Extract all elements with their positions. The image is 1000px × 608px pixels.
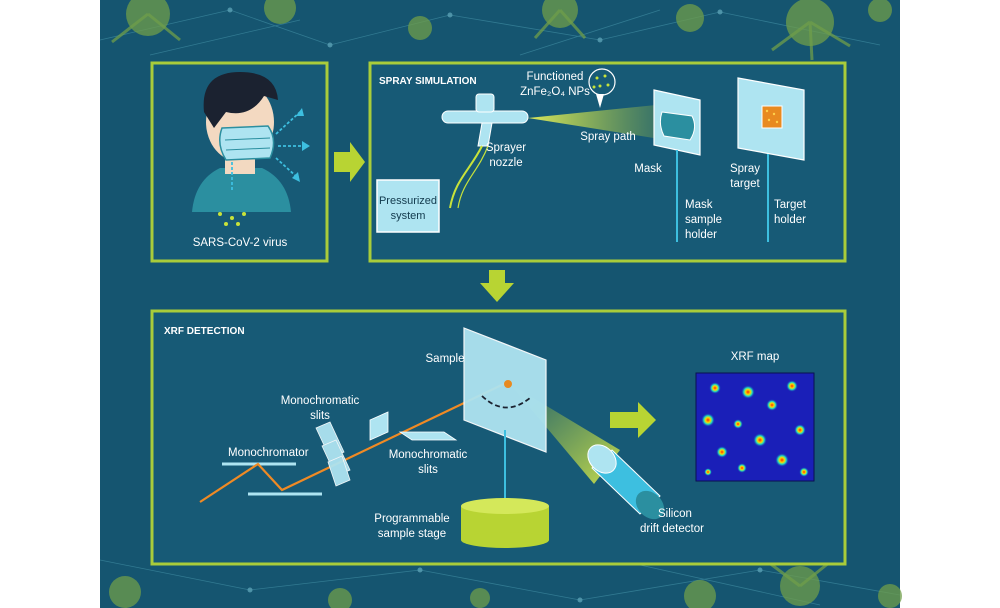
mask-holder-label-line2: sample (685, 214, 722, 226)
np-label-line2: ZnFe₂O₄ NPs (520, 86, 590, 98)
monochromatic-slits-top (315, 421, 351, 487)
flow-arrow-right-icon (334, 142, 365, 182)
person-icon (192, 72, 291, 212)
xray-beam (199, 381, 509, 503)
mask-label: Mask (634, 163, 662, 175)
pressurized-label-line2: system (391, 210, 426, 222)
sample-label: Sample (426, 353, 465, 365)
mono-slits-bottom-line2: slits (418, 464, 438, 476)
flow-arrow-right-icon (610, 402, 656, 438)
scan-arc (481, 395, 531, 409)
np-label-line1: Functioned (527, 71, 584, 83)
mask-holder-label-line1: Mask (685, 199, 713, 211)
xrf-panel-title: XRF DETECTION (164, 326, 245, 337)
xrf-map-hotspots (701, 380, 809, 477)
virus-droplets (218, 212, 246, 226)
sprayer-label-line1: Sprayer (486, 142, 526, 154)
pressurized-system-box (376, 179, 440, 233)
mask-holder-label-line3: holder (685, 229, 717, 241)
spray-panel-title: SPRAY SIMULATION (379, 76, 477, 87)
target-holder-label-line1: Target (774, 199, 807, 211)
network-nodes (227, 7, 763, 603)
sprayer-label-line2: nozzle (489, 157, 522, 169)
stage-label-line1: Programmable (374, 513, 449, 525)
sample-spot (504, 380, 512, 388)
arrowheads (292, 108, 310, 182)
sample-plate (463, 327, 547, 453)
network-decoration (99, 9, 901, 606)
monochromator-label: Monochromator (228, 447, 309, 459)
sprayer-nozzle-icon (441, 93, 529, 209)
exhale-arrows-icon (231, 111, 306, 190)
detector-label-line1: Silicon (658, 508, 692, 520)
mask-on-face-icon (219, 125, 275, 161)
xrf-map-label: XRF map (731, 351, 780, 363)
spray-cone (528, 104, 666, 140)
mono-slits-bottom-line1: Monochromatic (389, 449, 468, 461)
programmable-stage-icon (461, 498, 549, 548)
target-holder-label-line2: holder (774, 214, 806, 226)
silicon-drift-detector-icon (587, 444, 665, 520)
spray-target-icon (761, 105, 783, 129)
virus-spikes-decoration (111, 9, 851, 588)
flow-arrow-down-icon (480, 270, 514, 302)
spray-path-label: Spray path (580, 131, 636, 143)
monochromatic-slits-bottom (369, 411, 458, 441)
mask-icon (659, 111, 696, 141)
mono-slits-top-line2: slits (310, 410, 330, 422)
detector-label-line2: drift detector (640, 523, 704, 535)
nanoparticle-bubble-icon (588, 68, 616, 108)
spray-target-label-line1: Spray (730, 163, 760, 175)
spray-target-label-line2: target (730, 178, 760, 190)
virus-label: SARS-CoV-2 virus (193, 237, 288, 249)
pressurized-label-line1: Pressurized (379, 195, 437, 207)
mono-slits-top-line1: Monochromatic (281, 395, 360, 407)
stage-label-line2: sample stage (378, 528, 446, 540)
